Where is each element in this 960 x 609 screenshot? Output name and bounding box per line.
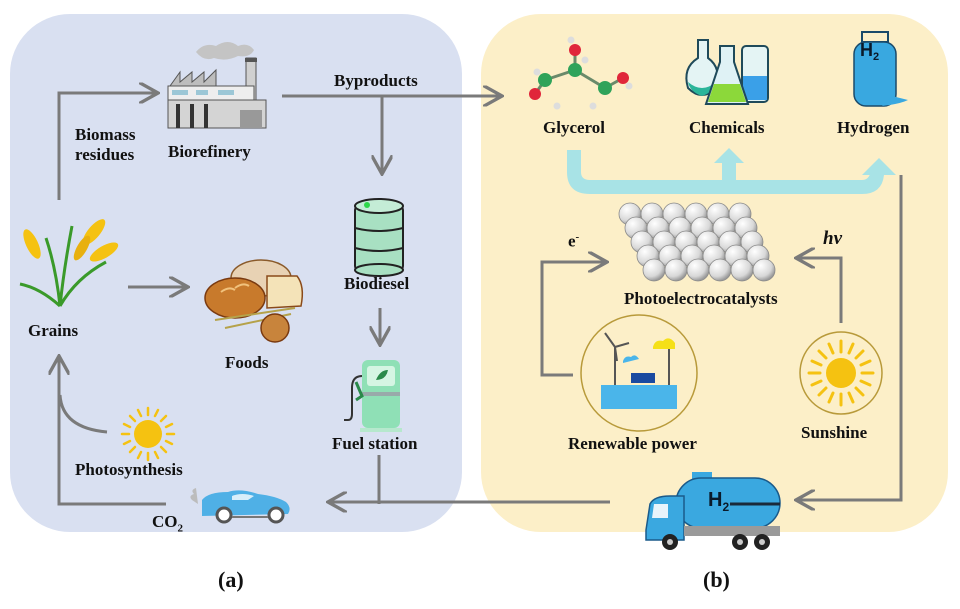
- biomass-residues-label: Biomass residues: [75, 125, 135, 164]
- catalyst-sphere: [730, 258, 754, 282]
- chemicals-label: Chemicals: [689, 118, 765, 137]
- catalyst-sphere: [664, 258, 688, 282]
- hv-label: hv: [823, 228, 842, 249]
- product-flow-arrow: [567, 148, 896, 194]
- arrow-car-to-grains: [59, 358, 166, 506]
- residues-text: residues: [75, 144, 135, 164]
- truck-h2-label: H2: [708, 489, 729, 514]
- biomass-text: Biomass: [75, 125, 136, 144]
- glycerol-label: Glycerol: [543, 118, 605, 137]
- biodiesel-drum-icon: [354, 198, 404, 277]
- hydrogen-tank-h2-label: H2: [860, 40, 879, 63]
- byproducts-label: Byproducts: [334, 71, 418, 90]
- fuel-station-label: Fuel station: [332, 434, 418, 453]
- grains-label: Grains: [28, 321, 79, 340]
- arrow-hydrogen-to-truck: [798, 175, 903, 500]
- arrow-grains-to-biorefinery: [57, 93, 156, 200]
- electron-label: e-: [568, 231, 580, 251]
- catalyst-sphere: [686, 258, 710, 282]
- hydrogen-tank-icon: [853, 31, 908, 107]
- arrows-panel-a: [59, 93, 610, 504]
- arrows-panel-b: [540, 175, 903, 500]
- renewable-power-label: Renewable power: [568, 434, 697, 453]
- hydrogen-truck-icon: [645, 472, 781, 550]
- arrow-photosynthesis-curve: [58, 394, 108, 434]
- photoelectrocatalysts-label: Photoelectrocatalysts: [624, 289, 778, 308]
- panel-a-caption: (a): [218, 567, 244, 592]
- catalyst-sphere: [708, 258, 732, 282]
- photoelectrocatalyst-spheres-icon: [618, 202, 776, 282]
- arrow-renewable-to-catalyst: [540, 262, 605, 377]
- fuel-pump-icon: [344, 360, 402, 432]
- photosynthesis-label: Photosynthesis: [75, 460, 183, 479]
- biodiesel-label: Biodiesel: [344, 274, 410, 293]
- foods-label: Foods: [225, 353, 269, 372]
- car-icon: [190, 488, 290, 524]
- renewable-power-icon: [580, 314, 698, 432]
- co2-label: CO2: [152, 512, 183, 535]
- catalyst-sphere: [642, 258, 666, 282]
- grains-icon: [19, 219, 119, 308]
- arrow-sunshine-to-catalyst: [798, 258, 843, 323]
- bread-icon: [204, 259, 304, 343]
- catalyst-sphere: [752, 258, 776, 282]
- sunshine-icon: [799, 331, 883, 415]
- sunshine-label: Sunshine: [801, 423, 868, 442]
- biorefinery-label: Biorefinery: [168, 142, 251, 161]
- chemicals-flasks-icon: [685, 39, 769, 105]
- panel-b-caption: (b): [703, 567, 730, 592]
- factory-icon: [167, 42, 267, 129]
- glycerol-molecule-icon: [529, 36, 633, 110]
- hydrogen-label: Hydrogen: [837, 118, 910, 137]
- sun-icon: [120, 406, 176, 462]
